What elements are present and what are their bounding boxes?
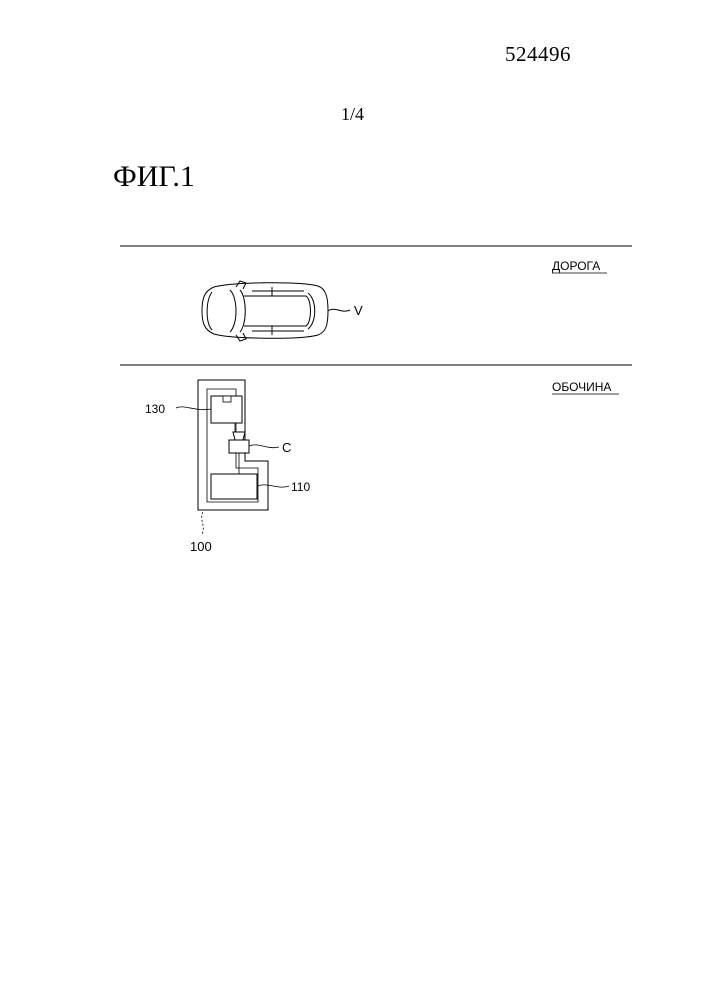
roadside-label: ОБОЧИНА <box>552 380 611 394</box>
unit-130-label: 130 <box>145 402 165 416</box>
unit-110-leader-line <box>257 485 289 487</box>
device-100-label: 100 <box>190 539 212 554</box>
vehicle-v <box>202 281 328 341</box>
vehicle-leader-line <box>328 309 350 311</box>
camera-c <box>229 432 249 453</box>
road-label: ДОРОГА <box>552 259 600 273</box>
unit-110-label: 110 <box>291 480 310 494</box>
vehicle-label: V <box>354 303 363 318</box>
unit-130-connector <box>223 396 231 402</box>
camera-leader-line <box>249 445 279 448</box>
camera-label: C <box>282 440 291 455</box>
device-100-leader-line <box>202 512 204 534</box>
unit-130-leader-line <box>176 407 211 410</box>
unit-110-box <box>211 474 257 499</box>
